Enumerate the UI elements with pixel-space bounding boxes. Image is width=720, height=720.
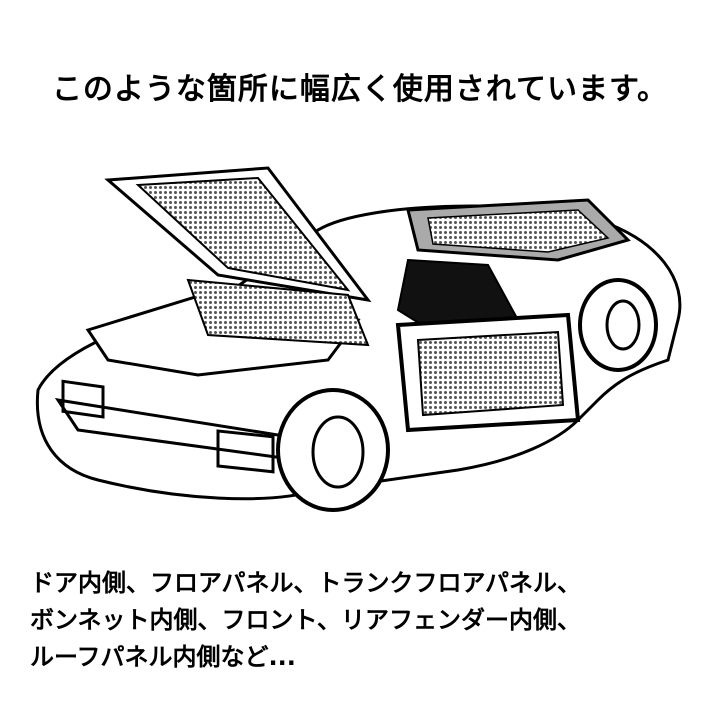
- caption-line-2: ボンネット内側、フロント、リアフェンダー内側、: [30, 606, 582, 634]
- car-body-outline: [35, 204, 682, 501]
- front-wheel: [276, 388, 390, 512]
- door-insulation: [416, 330, 565, 417]
- heading: このような箇所に幅広く使用されています。: [51, 72, 669, 107]
- roof-insulation: [427, 209, 610, 253]
- headlight-left: [61, 379, 105, 419]
- front-bumper: [54, 397, 302, 462]
- car-illustration: [35, 166, 682, 512]
- caption-line-1: ドア内側、フロアパネル、トランクフロアパネル、: [30, 569, 582, 597]
- floor-panel: [186, 278, 370, 347]
- headlight-right: [216, 429, 275, 474]
- caption-line-3: ルーフパネル内側など...: [30, 643, 296, 671]
- caption: ドア内側、フロアパネル、トランクフロアパネル、 ボンネット内側、フロント、リアフ…: [30, 565, 700, 676]
- hood-insulation: [135, 176, 351, 292]
- rear-wheel: [578, 278, 658, 372]
